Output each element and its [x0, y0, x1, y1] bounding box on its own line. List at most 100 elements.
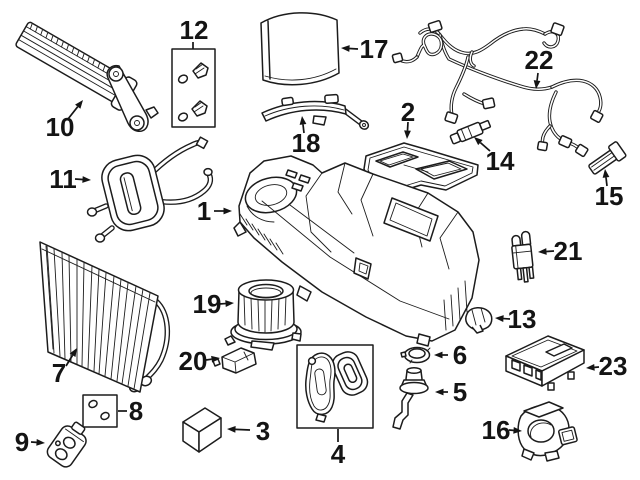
drawing-shape	[379, 153, 414, 166]
drawing-shape	[267, 20, 271, 80]
callout-6[interactable]: 6	[434, 340, 467, 370]
drawing-shape	[250, 340, 275, 351]
drawing-shape	[134, 120, 140, 126]
drawing-shape	[243, 351, 249, 361]
callout-arrowhead	[513, 426, 522, 434]
callout-number: 22	[525, 45, 554, 75]
callout-11[interactable]: 11	[49, 164, 91, 194]
callout-9[interactable]: 9	[15, 427, 45, 457]
drawing-shape	[511, 359, 542, 381]
drawing-shape	[558, 426, 578, 446]
callout-8[interactable]: 8	[118, 396, 143, 426]
callout-number: 1	[197, 196, 211, 226]
drawing-shape	[239, 213, 284, 255]
callout-14[interactable]: 14	[474, 137, 515, 176]
callout-leader-line	[536, 72, 539, 81]
drawing-shape	[203, 167, 213, 177]
drawing-shape	[129, 115, 145, 131]
callout-arrowhead	[69, 348, 77, 358]
callout-20[interactable]: 20	[179, 346, 220, 376]
part-22-wiring-harness	[391, 19, 604, 158]
drawing-shape	[248, 283, 284, 299]
callout-leader-line	[479, 141, 491, 152]
callout-leader-line	[235, 428, 251, 431]
drawing-shape	[547, 382, 555, 391]
drawing-shape	[233, 221, 431, 347]
drawing-shape	[194, 63, 205, 75]
callout-arrowhead	[36, 439, 45, 446]
callout-21[interactable]: 21	[538, 236, 582, 266]
drawing-shape	[427, 19, 443, 33]
callout-number: 4	[331, 439, 346, 469]
callout-3[interactable]: 3	[227, 416, 270, 446]
drawing-shape	[443, 280, 468, 331]
drawing-shape	[511, 234, 522, 247]
callout-15[interactable]: 15	[595, 169, 624, 211]
callout-18[interactable]: 18	[292, 116, 321, 158]
callout-arrowhead	[404, 130, 411, 139]
drawing-shape	[250, 287, 282, 299]
drawing-shape	[224, 335, 236, 346]
callout-number: 16	[482, 415, 511, 445]
callout-16[interactable]: 16	[482, 415, 522, 445]
callout-4[interactable]: 4	[331, 429, 346, 469]
callout-number: 19	[193, 289, 222, 319]
callout-17[interactable]: 17	[341, 34, 388, 64]
drawing-shape	[82, 394, 118, 428]
drawing-shape	[511, 245, 532, 270]
drawing-shape	[305, 352, 336, 416]
callout-5[interactable]: 5	[435, 377, 467, 407]
drawing-shape	[419, 28, 546, 55]
part-19-blower-motor	[224, 279, 302, 351]
drawing-shape	[100, 411, 110, 421]
callout-7[interactable]: 7	[52, 348, 77, 388]
callout-number: 3	[256, 416, 270, 446]
drawing-shape	[88, 399, 98, 409]
callout-22[interactable]: 22	[525, 45, 554, 89]
callout-number: 15	[595, 181, 624, 211]
drawing-shape	[108, 66, 124, 82]
drawing-shape	[399, 381, 429, 395]
part-5-drain-valve	[392, 366, 429, 430]
drawing-shape	[145, 106, 159, 119]
callout-arrowhead	[434, 351, 443, 359]
drawing-shape	[54, 440, 61, 447]
callout-23[interactable]: 23	[586, 351, 627, 381]
callout-number: 10	[46, 112, 75, 142]
callout-13[interactable]: 13	[495, 304, 536, 334]
drawing-shape	[516, 267, 523, 281]
callout-2[interactable]: 2	[401, 97, 415, 139]
callout-arrowhead	[75, 100, 83, 109]
callout-number: 2	[401, 97, 415, 127]
part-12-clip-set	[171, 48, 216, 128]
callout-number: 5	[453, 377, 467, 407]
drawing-shape	[343, 363, 358, 384]
part-9-expansion-valve	[46, 421, 87, 468]
callout-10[interactable]: 10	[46, 100, 83, 142]
callout-arrowhead	[299, 116, 307, 125]
callout-number: 6	[453, 340, 467, 370]
drawing-shape	[409, 347, 431, 364]
drawing-shape	[62, 436, 76, 449]
callout-arrowhead	[533, 80, 541, 89]
drawing-shape	[567, 371, 575, 380]
drawing-shape	[171, 48, 216, 128]
drawing-shape	[343, 109, 363, 125]
drawing-shape	[312, 115, 327, 126]
drawing-shape	[261, 100, 347, 122]
callout-19[interactable]: 19	[193, 289, 234, 319]
callout-12[interactable]: 12	[180, 15, 209, 49]
drawing-shape	[547, 90, 566, 143]
callout-1[interactable]: 1	[197, 196, 232, 226]
drawing-shape	[150, 172, 212, 204]
drawing-shape	[177, 74, 189, 84]
drawing-shape	[471, 307, 486, 326]
drawing-shape	[391, 52, 404, 64]
drawing-shape	[198, 417, 222, 453]
callout-number: 14	[486, 146, 515, 176]
part-4-seal-kit	[296, 344, 374, 429]
part-14-sensor	[449, 119, 492, 145]
drawing-shape	[450, 56, 469, 116]
